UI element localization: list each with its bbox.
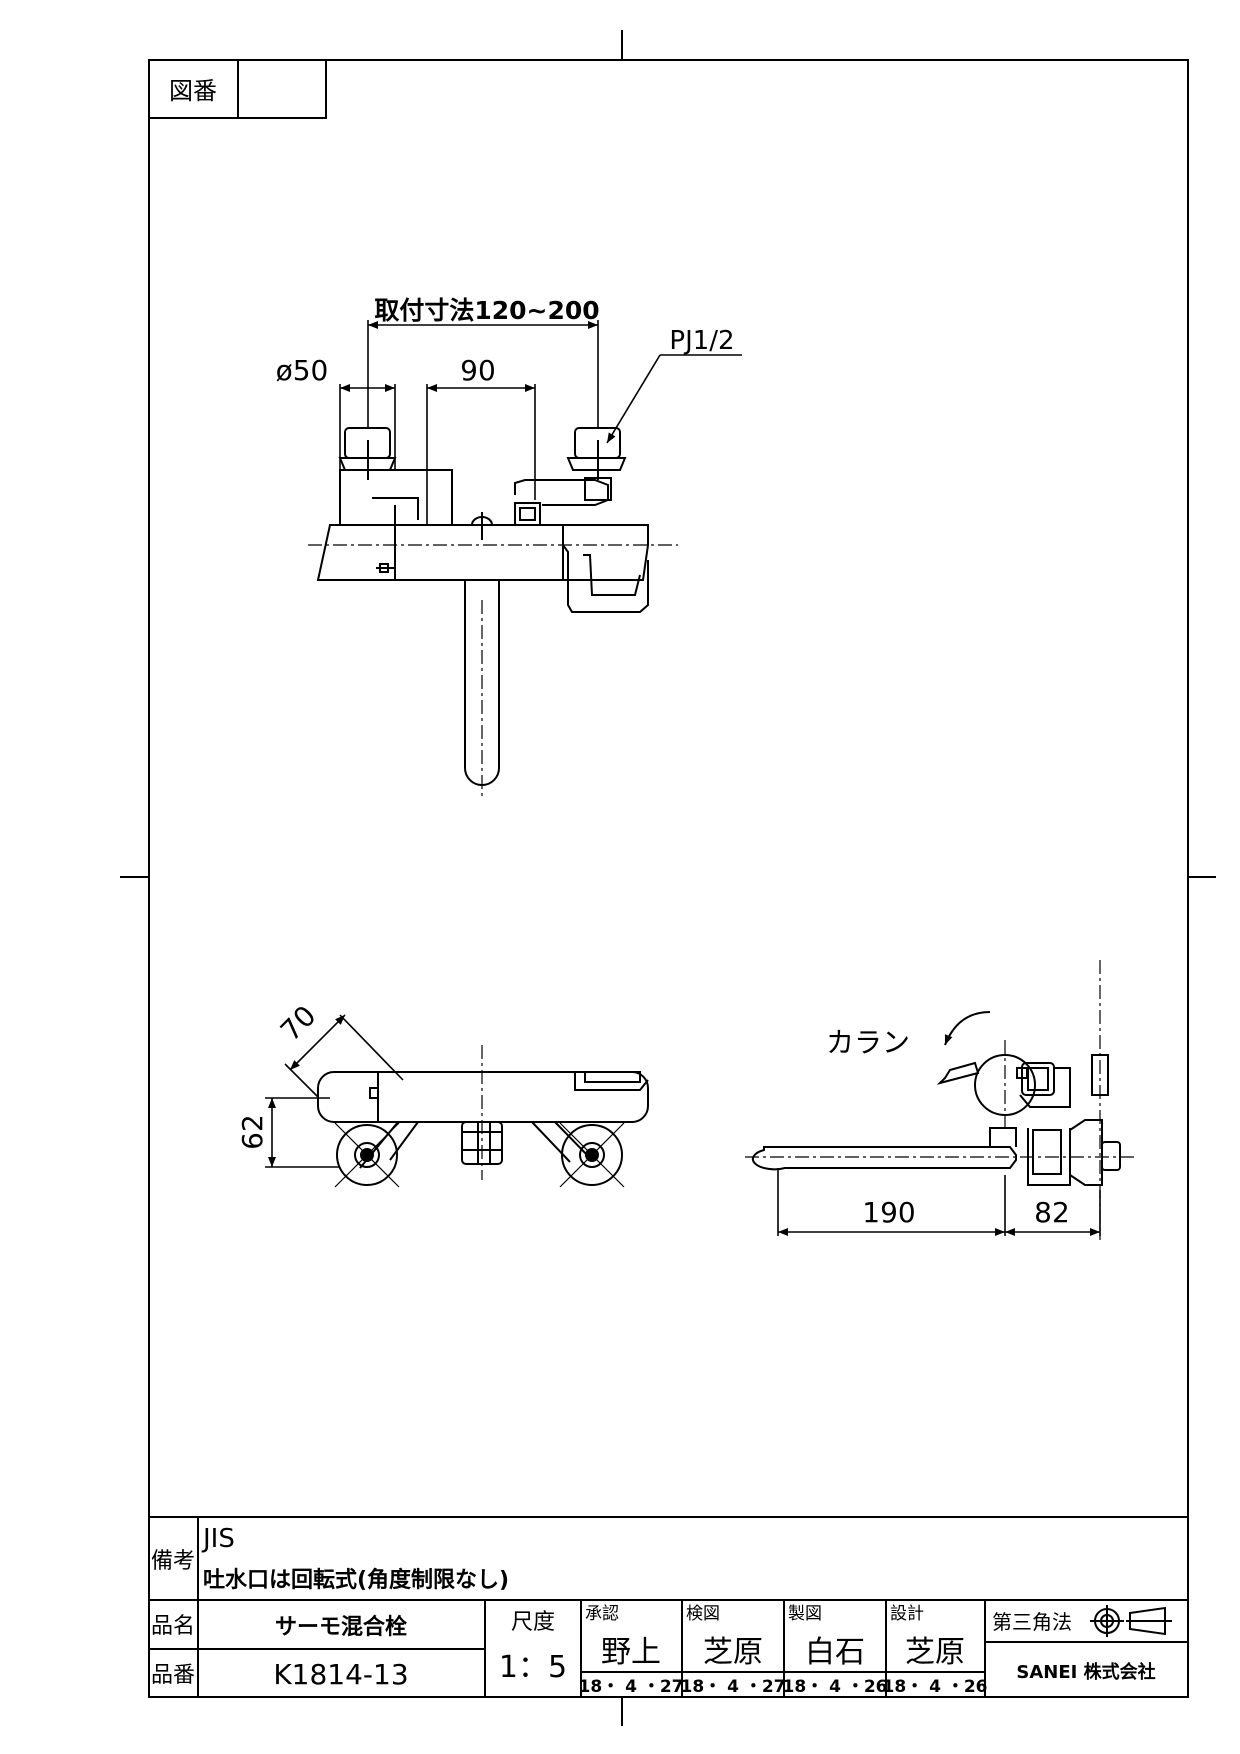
drawn-name: 白石 <box>805 1635 865 1670</box>
caran-label: カラン <box>826 1026 910 1059</box>
front-view <box>308 427 678 800</box>
scale-value: 1：5 <box>499 1650 567 1685</box>
remarks-line1: JIS <box>201 1524 235 1554</box>
remarks-line2: 吐水口は回転式(角度制限なし) <box>203 1567 509 1593</box>
drawn-label: 製図 <box>788 1604 822 1624</box>
checked-label: 検図 <box>686 1604 720 1624</box>
top-view-dimensions <box>265 1014 404 1168</box>
product-no-label: 品番 <box>151 1663 195 1688</box>
remarks-label: 備考 <box>151 1549 195 1574</box>
drawing-number-box: 図番 <box>148 59 327 119</box>
dim-70-label: 70 <box>274 999 323 1048</box>
designed-name: 芝原 <box>905 1635 965 1670</box>
approved-label: 承認 <box>585 1604 619 1624</box>
product-name: サーモ混合栓 <box>275 1614 407 1640</box>
designed-label: 設計 <box>890 1604 924 1624</box>
dim-190-label: 190 <box>862 1196 915 1229</box>
checked-date: 18・ 4 ・27 <box>681 1677 786 1697</box>
drawn-date: 18・ 4 ・26 <box>783 1677 888 1697</box>
side-view-dimensions <box>777 1168 1101 1236</box>
checked-name: 芝原 <box>703 1635 763 1670</box>
company-name: SANEI 株式会社 <box>1016 1661 1155 1683</box>
top-view <box>317 1045 649 1188</box>
dim-62-label: 62 <box>236 1114 269 1150</box>
approved-name: 野上 <box>601 1635 661 1670</box>
callout-pj-label: PJ1/2 <box>669 326 734 356</box>
dim-90-label: 90 <box>460 354 496 387</box>
designed-date: 18・ 4 ・26 <box>883 1677 988 1697</box>
dim-82-label: 82 <box>1034 1196 1070 1229</box>
dim-diameter-label: ø50 <box>276 354 329 387</box>
drawing-number-label: 図番 <box>169 77 217 105</box>
product-name-label: 品名 <box>151 1614 195 1639</box>
side-view <box>745 960 1138 1240</box>
dim-mount-label: 取付寸法120~200 <box>374 296 599 325</box>
projection-label: 第三角法 <box>992 1610 1072 1634</box>
scale-label: 尺度 <box>511 1610 555 1635</box>
title-block <box>149 1516 1188 1697</box>
approved-date: 18・ 4 ・27 <box>579 1677 684 1697</box>
front-view-dimensions <box>339 320 742 525</box>
product-no: K1814-13 <box>273 1658 408 1691</box>
sheet-frame <box>120 30 1216 1726</box>
